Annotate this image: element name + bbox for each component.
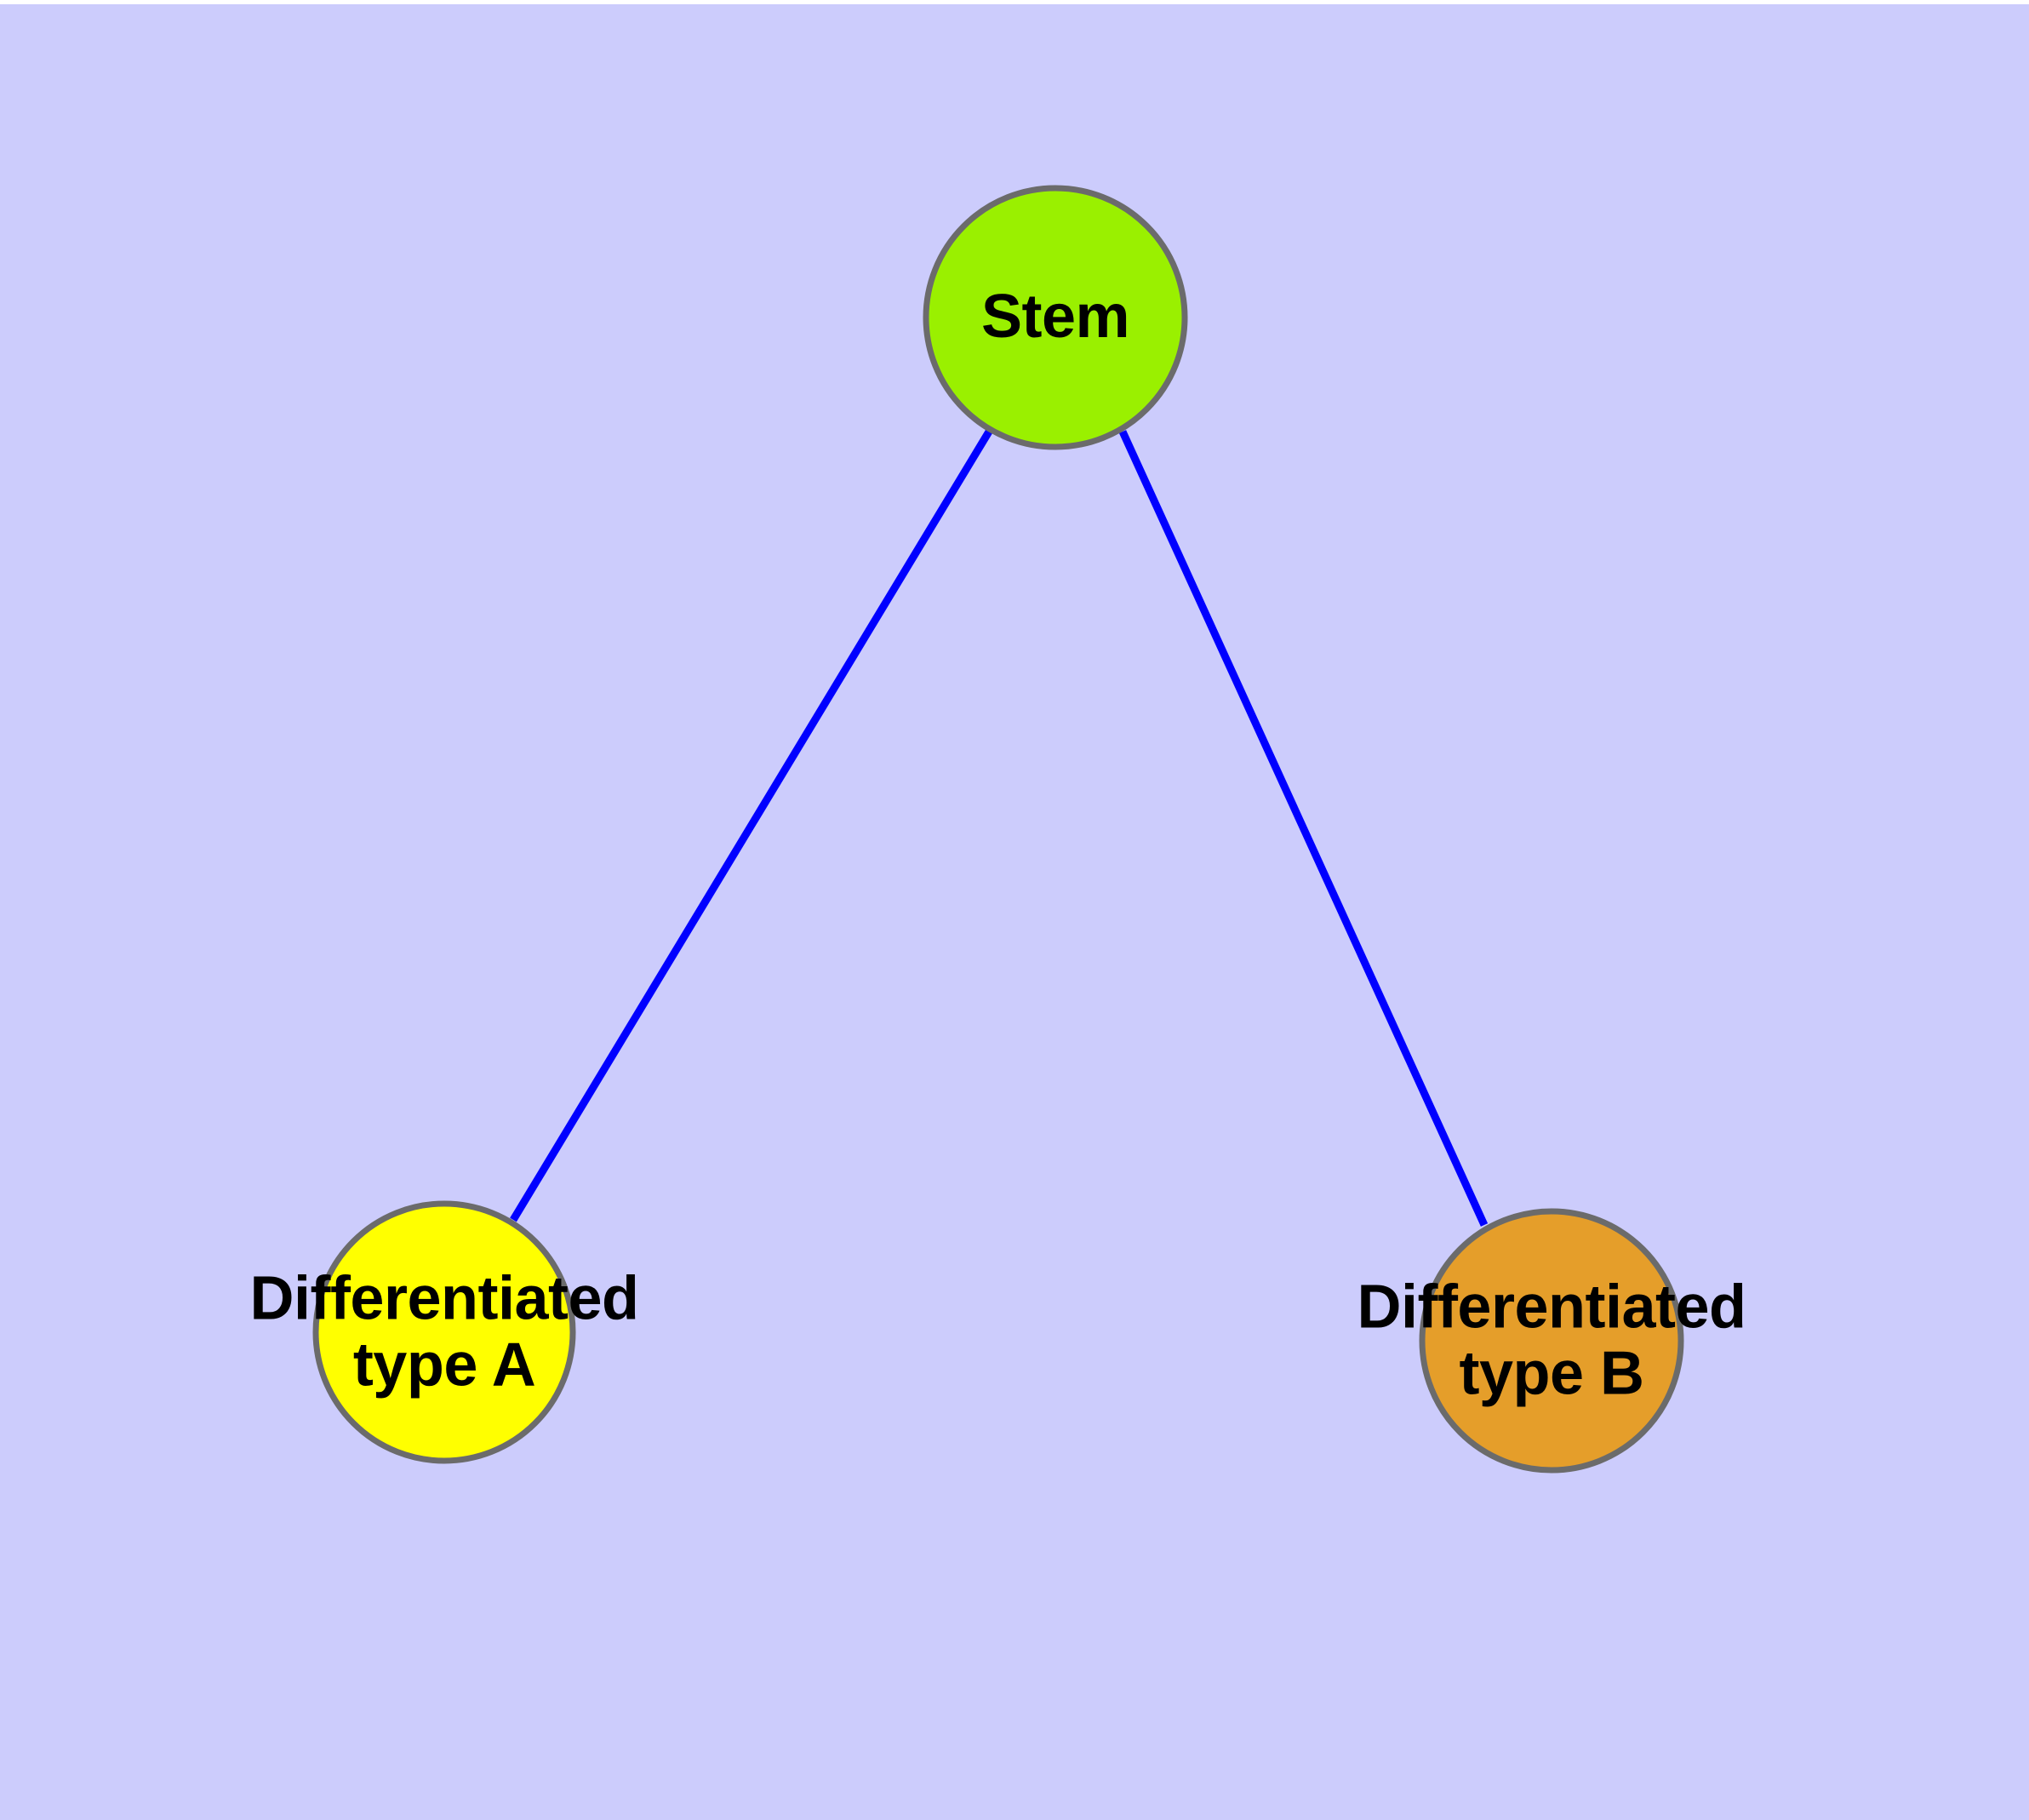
edge-stem-to-differentiated-type-a[interactable] <box>510 429 992 1222</box>
graph-svg <box>312 185 1684 1474</box>
diagram-plot-area: Stem Differentiated type A Differentiate… <box>0 4 2029 1820</box>
node-layer <box>312 185 1684 1474</box>
node-circle-differentiated-type-a[interactable] <box>312 1200 576 1464</box>
edge-stem-to-differentiated-type-b[interactable] <box>1118 430 1489 1227</box>
node-circle-differentiated-type-b[interactable] <box>1419 1208 1684 1474</box>
node-circle-stem[interactable] <box>923 185 1188 450</box>
edge-layer <box>510 429 1489 1227</box>
